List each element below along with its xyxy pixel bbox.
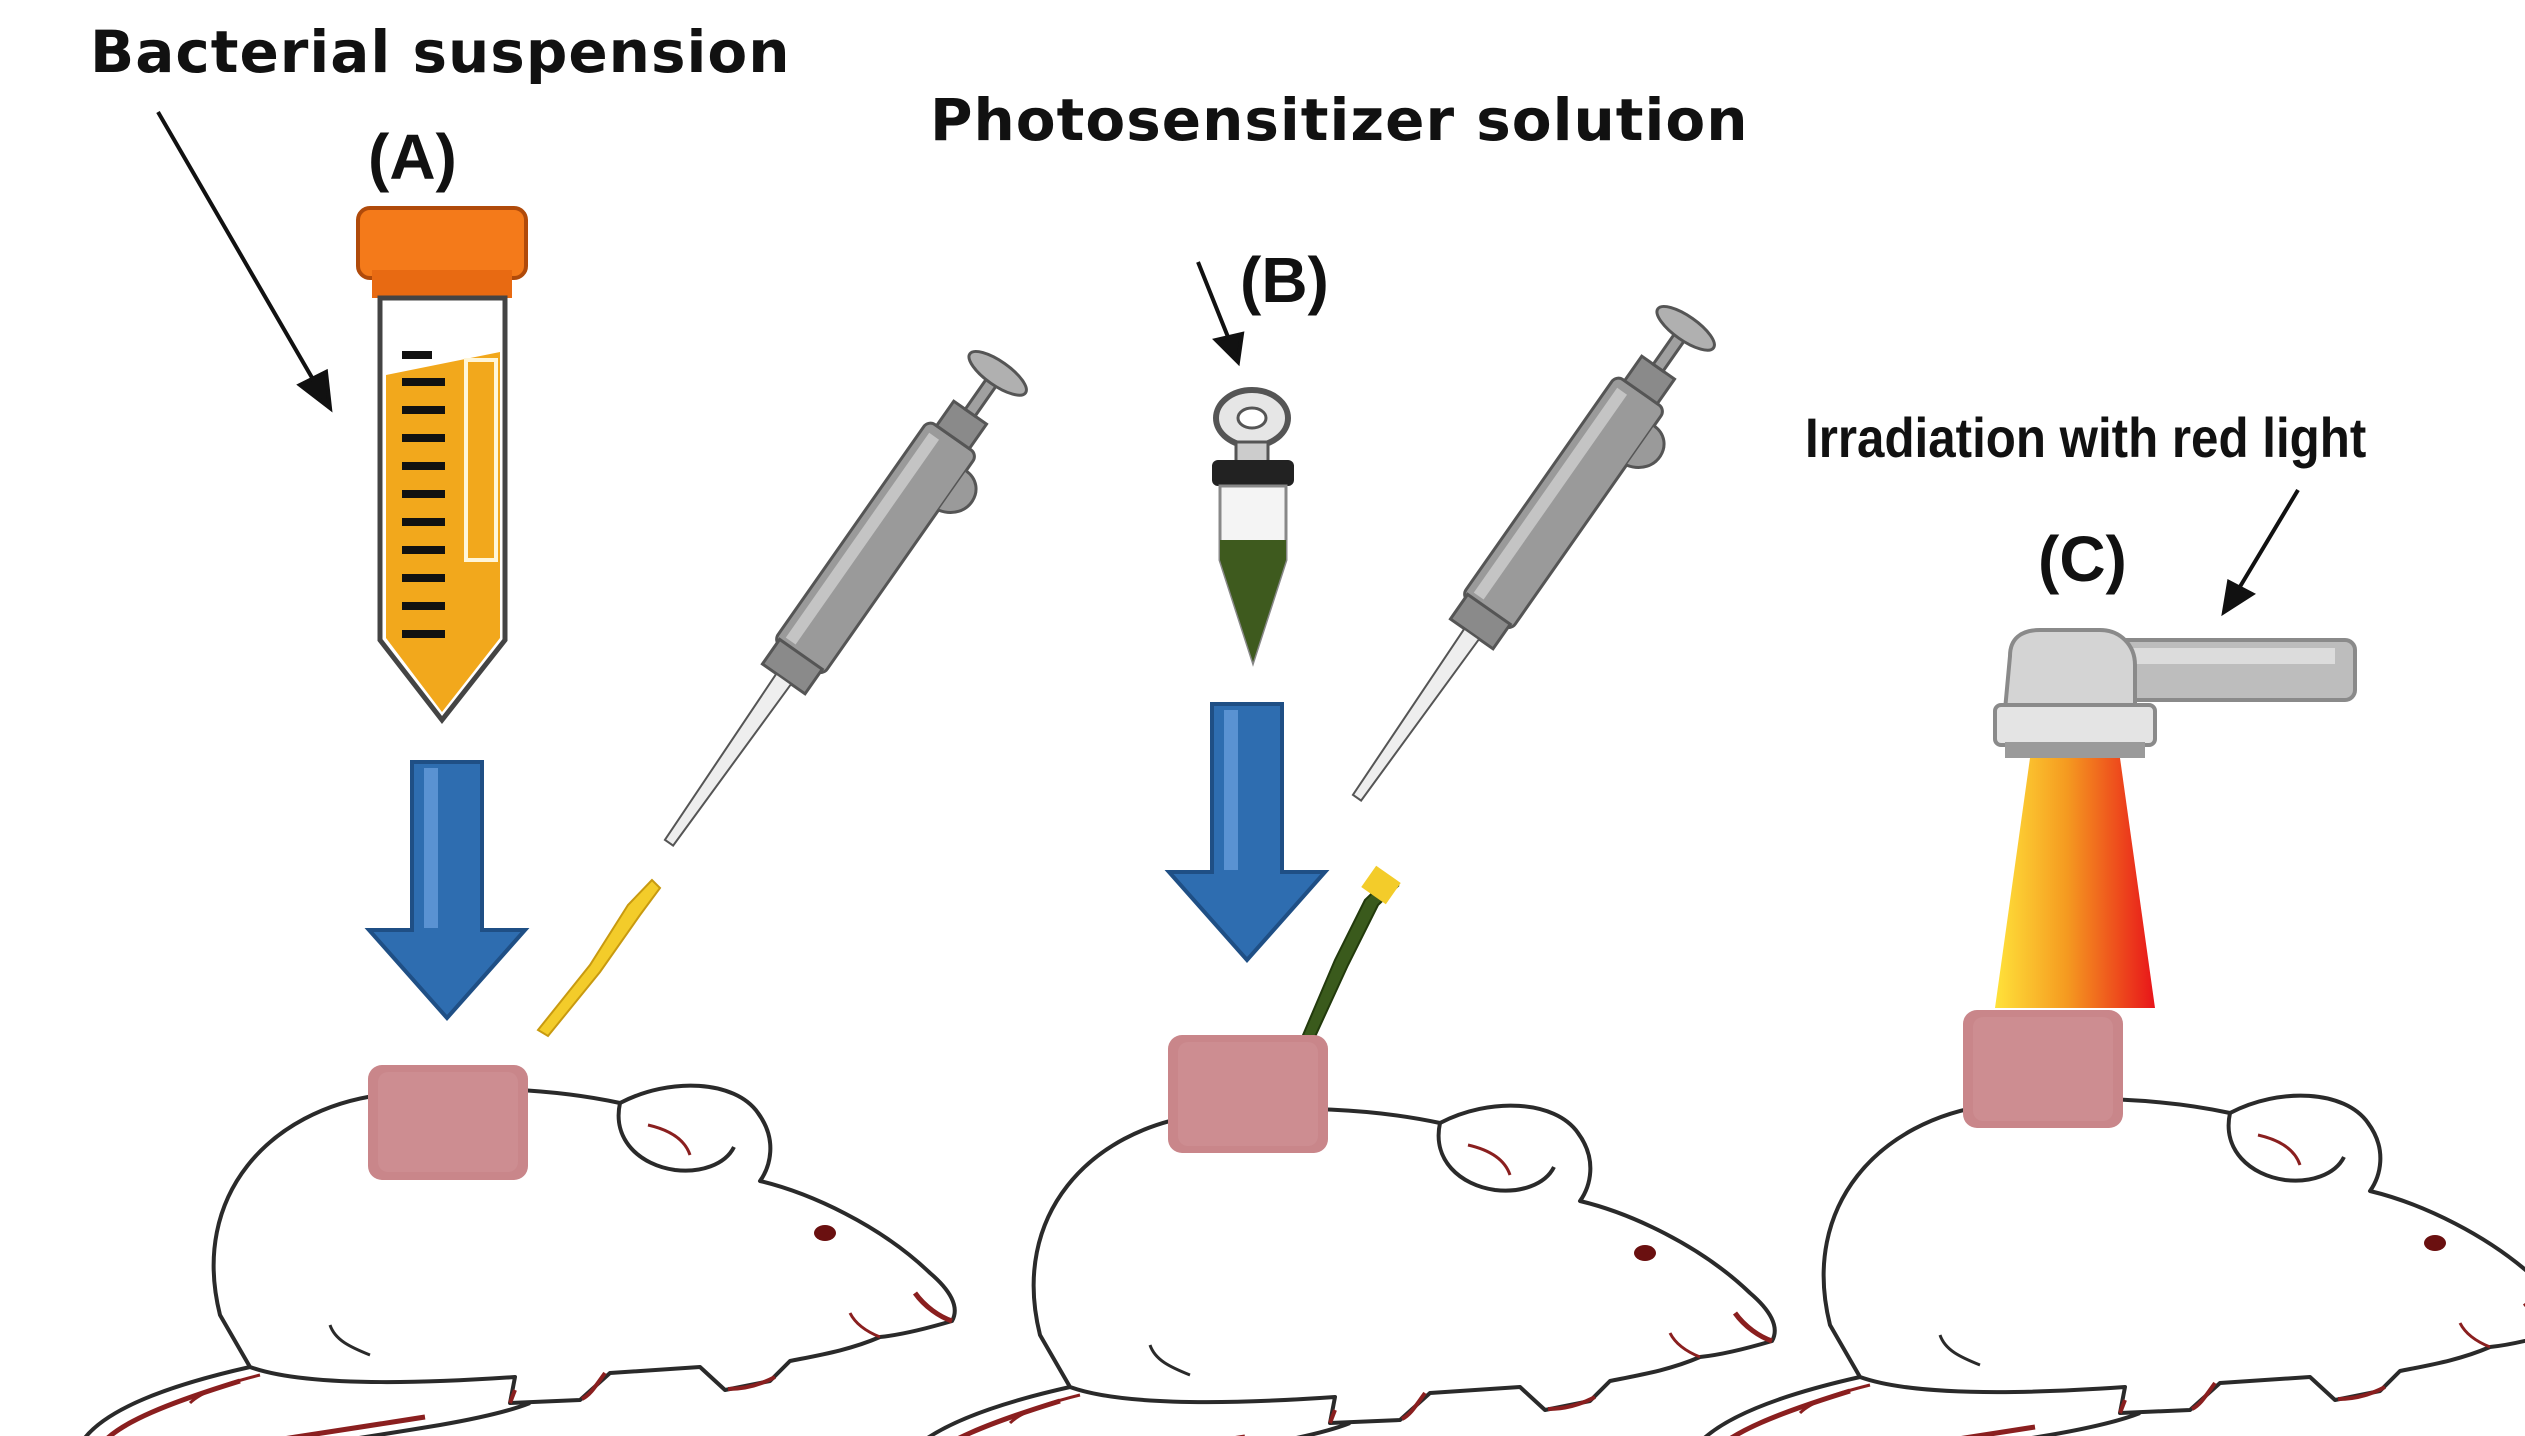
red-light-beam [1995,758,2155,1008]
pipette-a [536,342,1050,1038]
rat-c [1688,1096,2525,1436]
photosensitizer-vial [1212,387,1294,667]
panel-label-a: (A) [368,121,457,193]
panel-label-b: (B) [1240,244,1329,316]
blue-arrow-b [1164,702,1330,964]
red-light-device [1993,628,2357,758]
leader-arrows [156,110,2300,617]
label-photosensitizer-solution: Photosensitizer solution [930,86,1749,154]
pipette-b [1284,297,1738,1080]
wound-patch-c [1963,1010,2123,1128]
label-irradiation: Irradiation with red light [1805,406,2367,469]
bacterial-tube [356,206,528,725]
label-bacterial-suspension: Bacterial suspension [90,18,791,86]
panel-label-c: (C) [2038,523,2127,595]
wound-patch-a [368,1065,528,1180]
wound-patch-b [1168,1035,1328,1153]
blue-arrow-a [364,760,530,1022]
rat-b [898,1106,1775,1436]
